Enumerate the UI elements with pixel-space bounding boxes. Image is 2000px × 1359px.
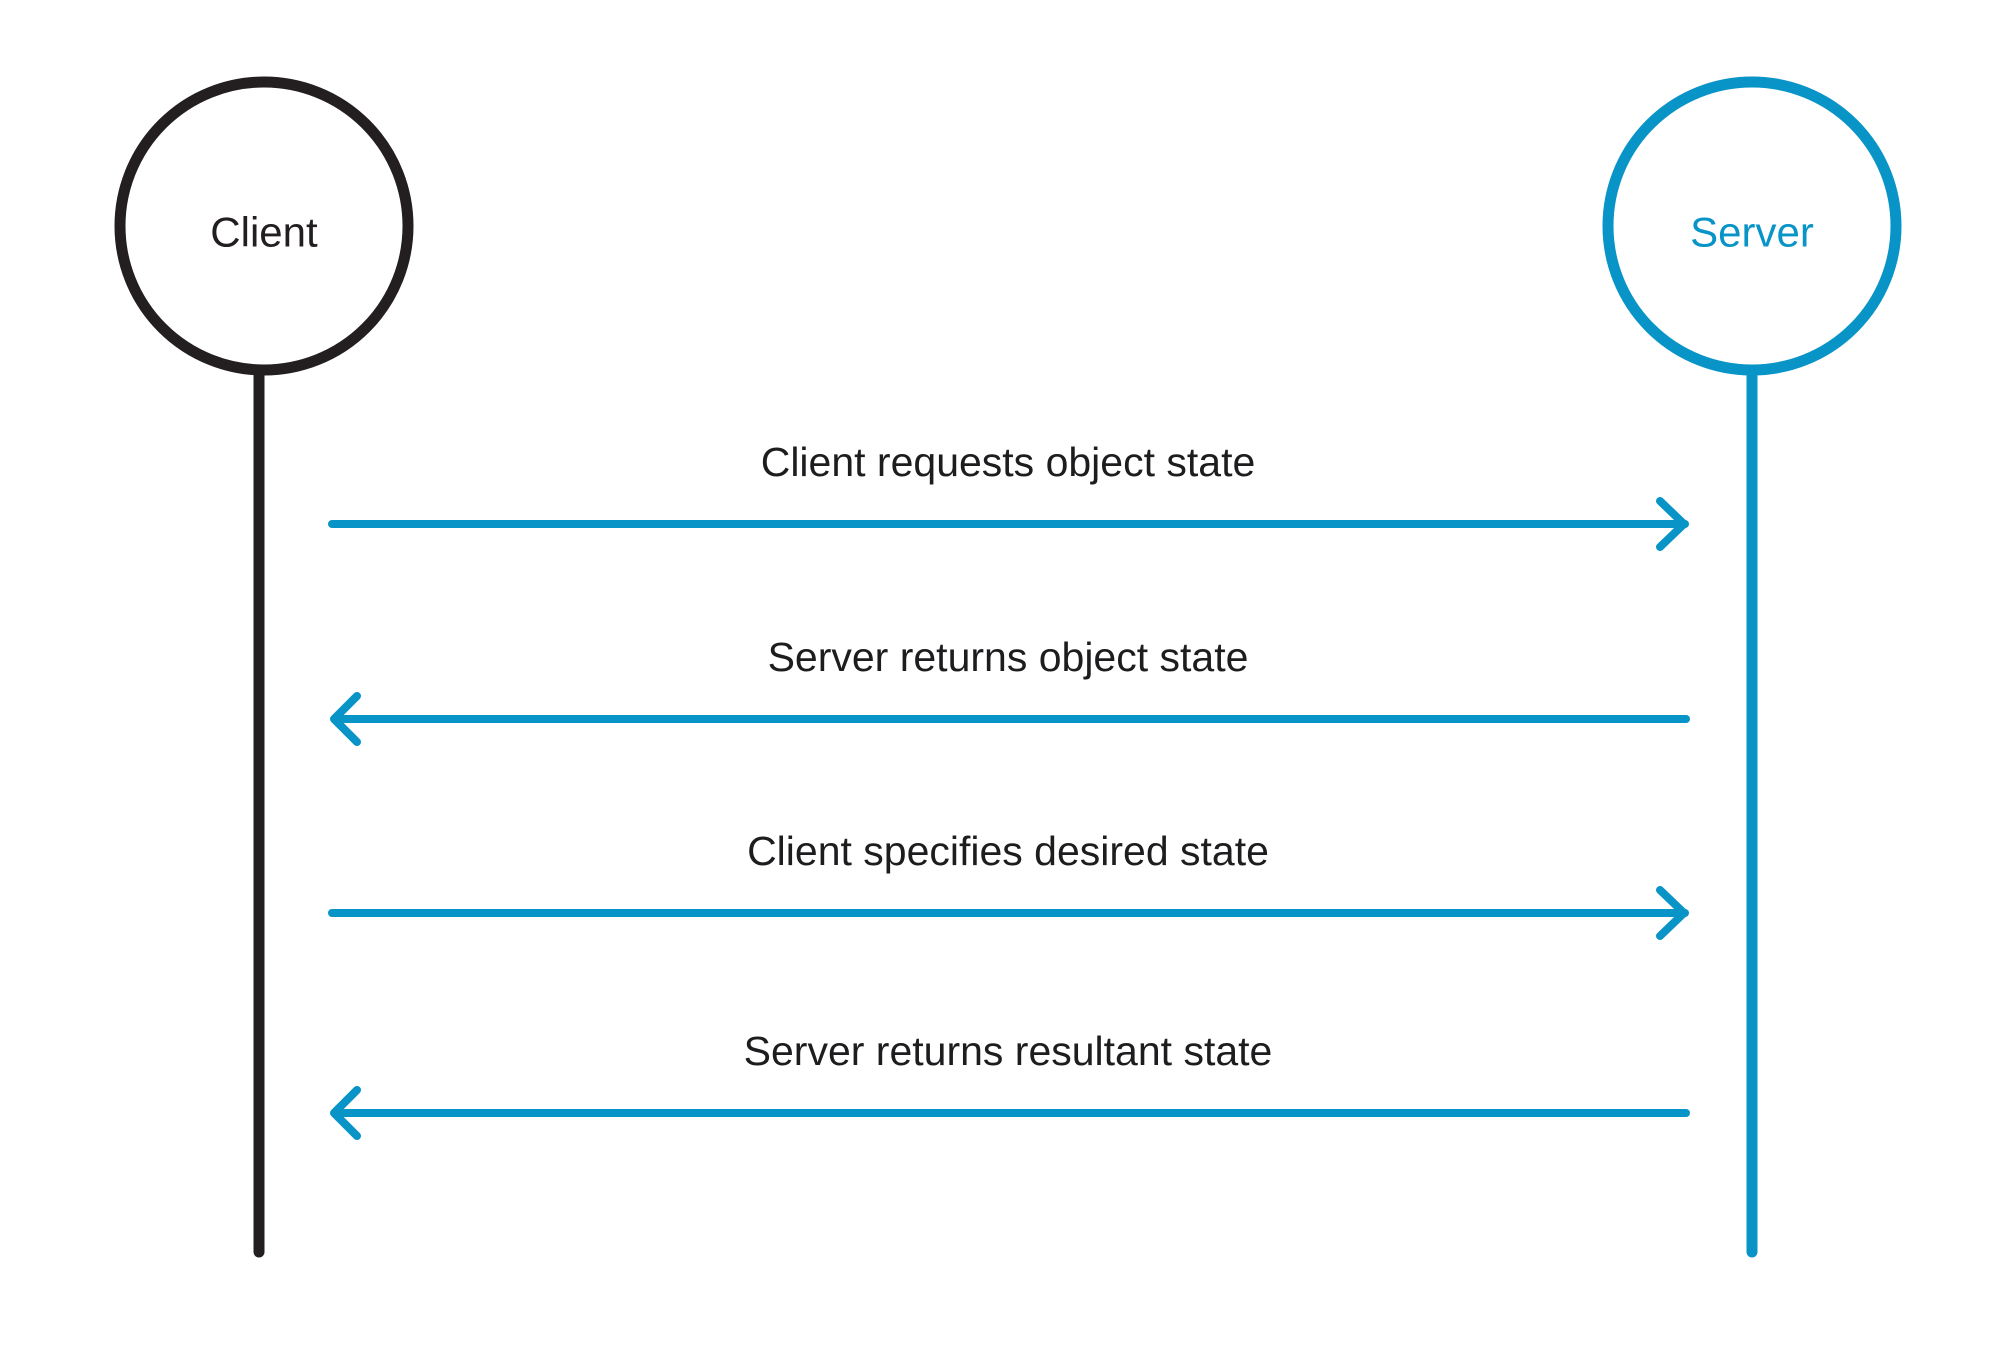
message-2-arrowhead-icon <box>330 692 361 746</box>
message-4-arrowhead-icon <box>330 1086 361 1140</box>
message-3-label: Client specifies desired state <box>747 828 1269 874</box>
client-label: Client <box>210 209 318 256</box>
message-1: Client requests object state <box>328 439 1689 551</box>
message-2: Server returns object state <box>330 634 1690 746</box>
server-label: Server <box>1690 209 1814 256</box>
server-node <box>1602 76 1902 376</box>
message-1-arrowhead-icon <box>1656 497 1688 551</box>
message-4: Server returns resultant state <box>330 1028 1690 1140</box>
message-1-label: Client requests object state <box>761 439 1256 485</box>
message-3-arrowhead-icon <box>1656 886 1688 940</box>
server-participant: Server <box>1602 76 1902 1258</box>
message-4-label: Server returns resultant state <box>744 1028 1273 1074</box>
message-2-label: Server returns object state <box>768 634 1249 680</box>
message-3: Client specifies desired state <box>328 828 1689 940</box>
client-participant: Client <box>114 76 414 1258</box>
client-node <box>114 76 414 376</box>
